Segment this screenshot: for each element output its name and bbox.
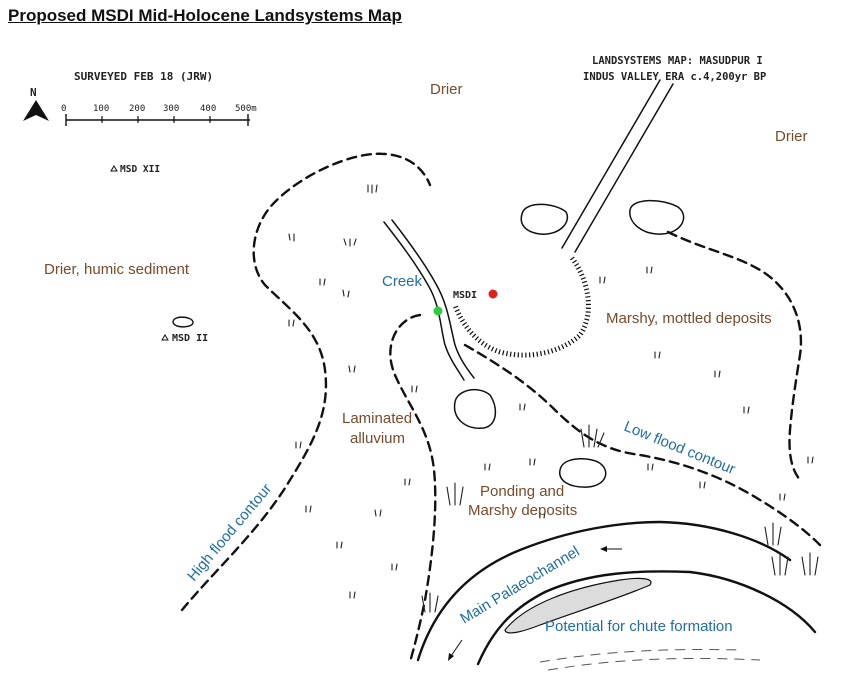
label-low-flood-contour: Low flood contour xyxy=(622,418,738,478)
map-title: Proposed MSDI Mid-Holocene Landsystems M… xyxy=(8,6,402,25)
label-drier-humic: Drier, humic sediment xyxy=(44,261,190,278)
scale-tick-100: 100 xyxy=(93,104,109,114)
label-ponding-1: Ponding and xyxy=(480,483,564,500)
site-msdi: MSDI xyxy=(453,290,477,301)
scale-tick-200: 200 xyxy=(129,104,145,114)
site-msd-xii: MSD XII xyxy=(120,164,160,175)
faint-channel-line xyxy=(547,657,761,671)
scale-tick-400: 400 xyxy=(200,104,216,114)
label-creek: Creek xyxy=(382,273,423,290)
flow-arrow-icon xyxy=(600,546,622,552)
label-marshy-mottled: Marshy, mottled deposits xyxy=(606,310,772,327)
label-laminated-1: Laminated xyxy=(342,410,412,427)
label-ponding-2: Marshy deposits xyxy=(468,502,577,519)
vegetation-tufts xyxy=(288,184,819,613)
track-line-1 xyxy=(561,79,661,249)
scale-tick-0: 0 xyxy=(61,104,66,114)
site-msd-ii: MSD II xyxy=(172,333,208,344)
chute-point-bar xyxy=(504,577,652,634)
flow-arrow-icon xyxy=(448,639,463,661)
scale-bar xyxy=(65,114,250,126)
low-flood-contour-line xyxy=(463,343,822,547)
label-laminated-2: alluvium xyxy=(350,430,405,447)
high-flood-contour-line xyxy=(180,152,432,612)
scale-tick-500m: 500m xyxy=(235,104,257,114)
map-heading-line2: INDUS VALLEY ERA c.4,200yr BP xyxy=(583,71,766,83)
scale-tick-300: 300 xyxy=(163,104,179,114)
escarpment-hatch xyxy=(452,256,591,358)
faint-channel-line xyxy=(539,649,741,663)
laminated-boundary-line xyxy=(389,313,437,664)
msdi-marker-red xyxy=(488,289,498,299)
ponds xyxy=(453,199,685,488)
label-chute-formation: Potential for chute formation xyxy=(545,618,733,635)
label-drier-top: Drier xyxy=(430,81,463,98)
map-heading-line1: LANDSYSTEMS MAP: MASUDPUR I xyxy=(592,55,763,67)
survey-note: SURVEYED FEB 18 (JRW) xyxy=(74,70,213,83)
palaeochannel-bank-inner xyxy=(416,520,792,662)
palaeochannel-bank-outer xyxy=(476,570,817,666)
creek-marker-green xyxy=(433,306,443,316)
msd-ii-mound xyxy=(172,316,194,328)
right-boundary-line xyxy=(666,230,803,482)
north-arrow-icon xyxy=(23,100,49,121)
label-high-flood-contour: High flood contour xyxy=(184,480,275,584)
north-label: N xyxy=(30,86,37,99)
track-line-2 xyxy=(574,83,674,253)
label-drier-right: Drier xyxy=(775,128,808,145)
